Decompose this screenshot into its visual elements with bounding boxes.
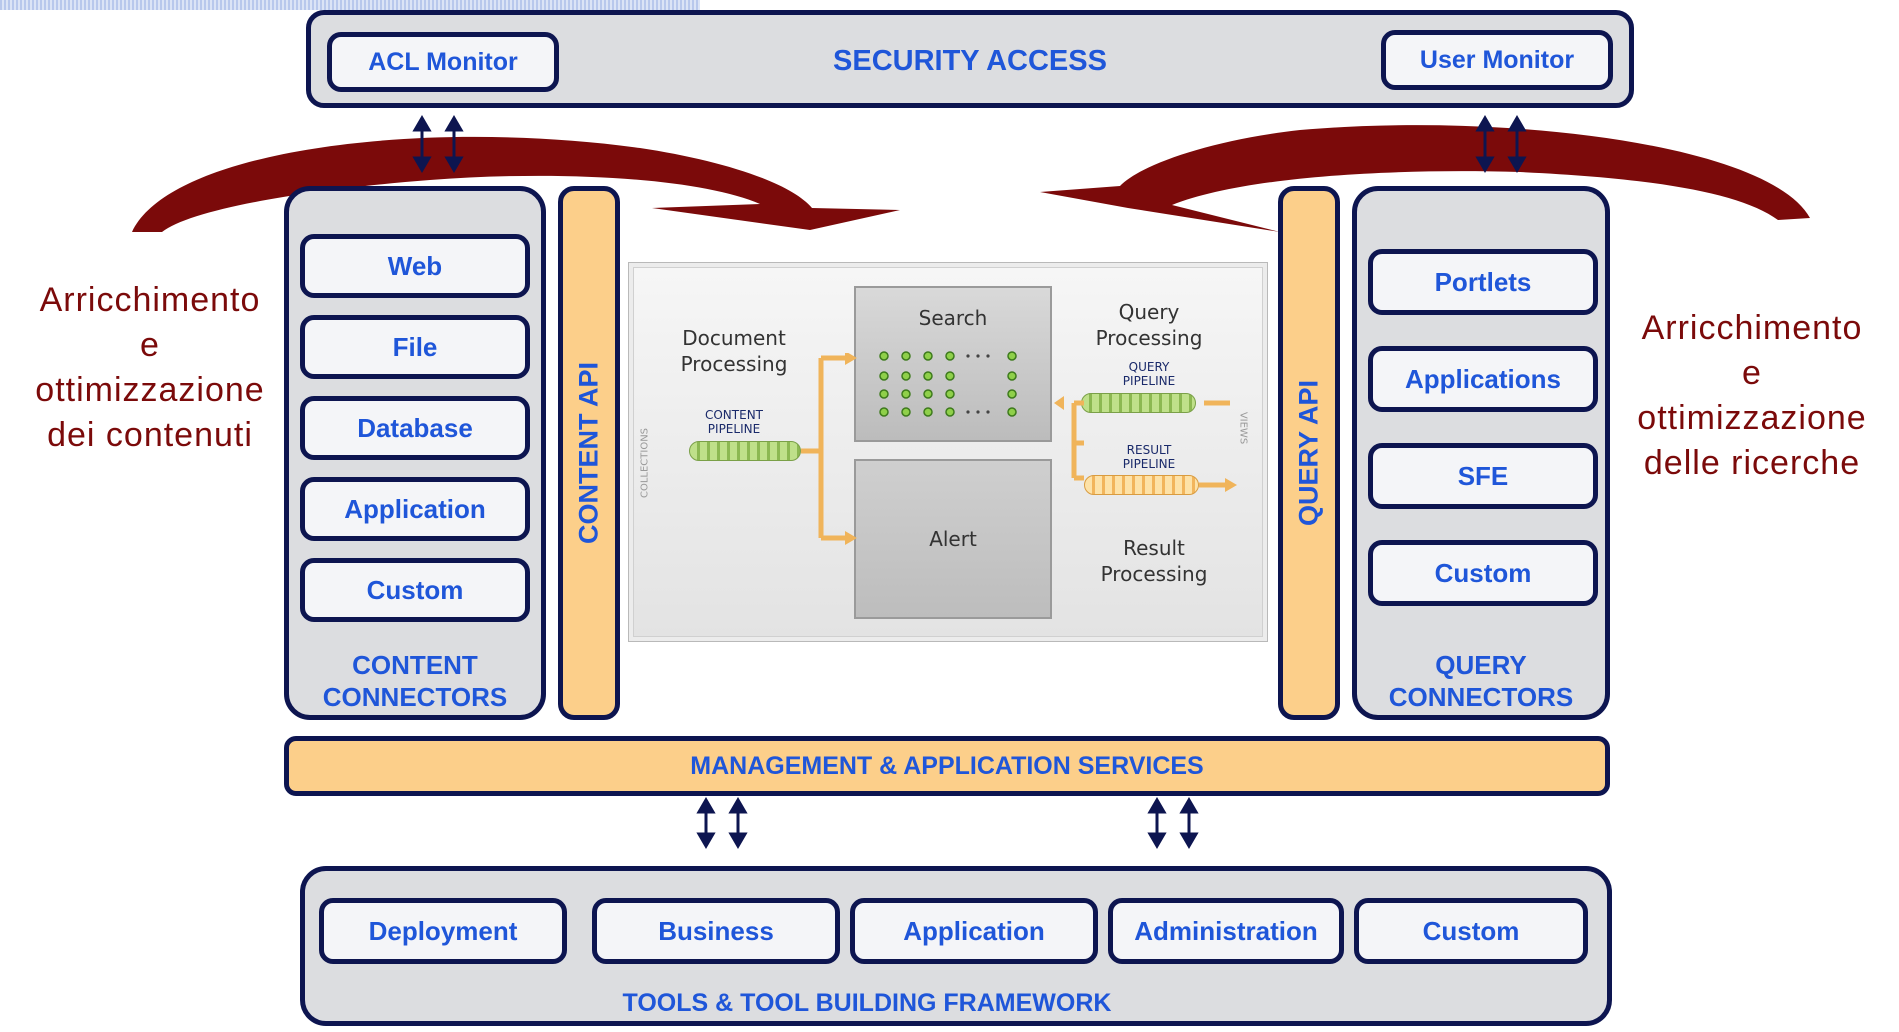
content-connectors-title: CONTENT CONNECTORS xyxy=(322,650,508,712)
query-connectors-title: QUERY CONNECTORS xyxy=(1388,650,1574,712)
collections-label: COLLECTIONS xyxy=(639,427,651,499)
connector-database[interactable]: Database xyxy=(300,396,530,460)
security-access-panel: ACL Monitor SECURITY ACCESS User Monitor xyxy=(306,10,1634,108)
acl-monitor-box[interactable]: ACL Monitor xyxy=(327,32,559,92)
user-monitor-box[interactable]: User Monitor xyxy=(1381,30,1613,90)
bottom-left-double-arrow xyxy=(696,797,748,849)
tool-application[interactable]: Application xyxy=(850,898,1098,964)
connector-application[interactable]: Application xyxy=(300,477,530,541)
management-services-label: MANAGEMENT & APPLICATION SERVICES xyxy=(690,751,1204,780)
result-flow-arrow xyxy=(1199,478,1237,492)
alert-label: Alert xyxy=(929,527,977,551)
result-pipeline-coil xyxy=(1084,475,1199,495)
connector-sfe[interactable]: SFE xyxy=(1368,443,1598,509)
connector-file[interactable]: File xyxy=(300,315,530,379)
connector-applications[interactable]: Applications xyxy=(1368,346,1598,412)
query-api-label: QUERY API xyxy=(1293,379,1324,527)
top-right-double-arrow xyxy=(1475,115,1527,173)
content-api-bar: CONTENT API xyxy=(558,186,620,720)
connector-custom[interactable]: Custom xyxy=(300,558,530,622)
tools-framework-title: TOOLS & TOOL BUILDING FRAMEWORK xyxy=(622,989,1112,1017)
left-flow-arrows xyxy=(801,353,857,545)
bottom-right-double-arrow xyxy=(1147,797,1199,849)
tool-deployment[interactable]: Deployment xyxy=(319,898,567,964)
tool-business[interactable]: Business xyxy=(592,898,840,964)
left-curve-arrow xyxy=(132,136,900,232)
connector-portlets[interactable]: Portlets xyxy=(1368,249,1598,315)
search-label: Search xyxy=(918,306,988,330)
content-connectors-panel: Web File Database Application Custom CON… xyxy=(284,186,546,720)
top-left-texture xyxy=(0,0,700,10)
tool-custom[interactable]: Custom xyxy=(1354,898,1588,964)
query-flow-arrows xyxy=(1054,396,1230,481)
search-index-dots xyxy=(879,351,1017,417)
management-services-bar: MANAGEMENT & APPLICATION SERVICES xyxy=(284,736,1610,796)
tools-framework-panel: Deployment Business Application Administ… xyxy=(300,866,1612,1026)
security-access-title: SECURITY ACCESS xyxy=(833,45,1107,77)
right-curve-arrow xyxy=(1040,125,1810,232)
tool-administration[interactable]: Administration xyxy=(1108,898,1344,964)
views-label: VIEWS xyxy=(1237,411,1249,445)
connector-query-custom[interactable]: Custom xyxy=(1368,540,1598,606)
query-api-bar: QUERY API xyxy=(1278,186,1340,720)
content-pipeline-coil xyxy=(689,441,801,461)
query-connectors-panel: Portlets Applications SFE Custom QUERY C… xyxy=(1352,186,1610,720)
content-api-label: CONTENT API xyxy=(573,362,604,544)
search-box: Search xyxy=(854,286,1052,442)
connector-web[interactable]: Web xyxy=(300,234,530,298)
top-left-double-arrow xyxy=(412,115,464,173)
alert-box: Alert xyxy=(854,459,1052,619)
